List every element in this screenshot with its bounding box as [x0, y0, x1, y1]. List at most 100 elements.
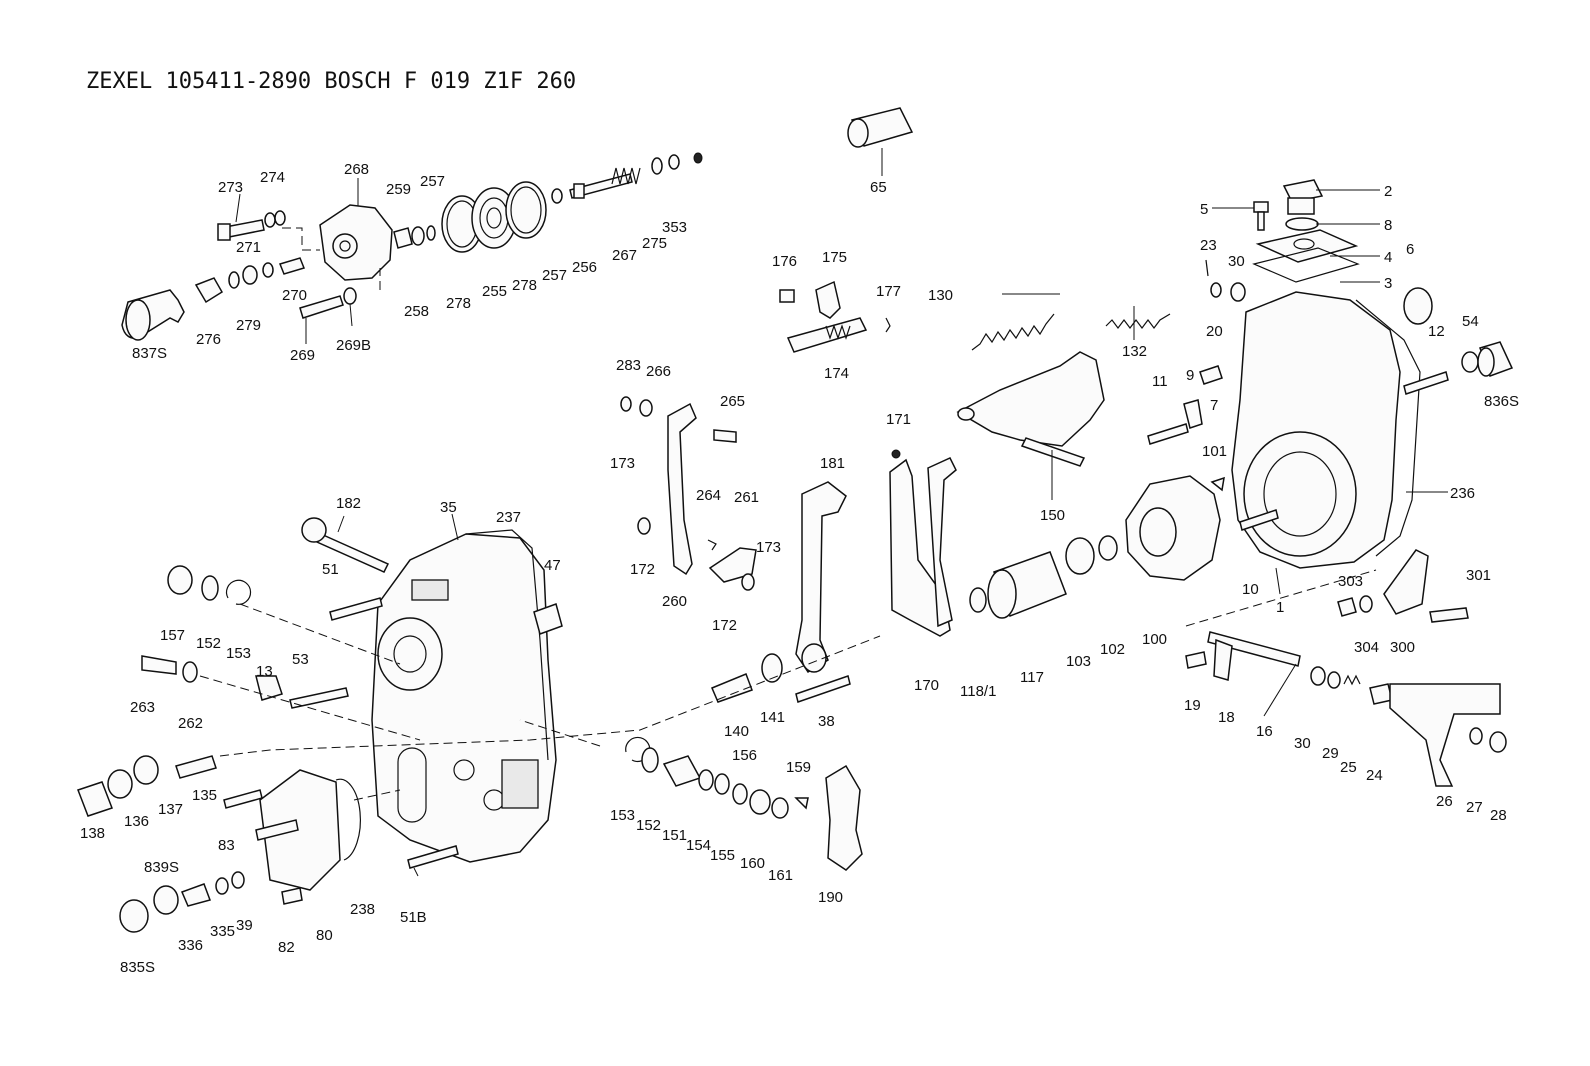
part-8	[1285, 217, 1319, 231]
label-176: 176	[772, 253, 797, 270]
label-136: 136	[124, 813, 149, 830]
part-150	[956, 351, 1105, 447]
label-236: 236	[1450, 485, 1475, 502]
label-278b: 278	[512, 277, 537, 294]
label-29: 29	[1322, 745, 1339, 762]
part-136	[107, 769, 133, 799]
label-268: 268	[344, 161, 369, 178]
label-83: 83	[218, 837, 235, 854]
governor-cap-assembly	[121, 152, 703, 341]
part-268-hole	[339, 240, 351, 252]
leader-35	[451, 513, 459, 541]
part-238	[335, 778, 361, 861]
label-6: 6	[1406, 241, 1414, 258]
part-270	[278, 257, 306, 275]
label-140: 140	[724, 723, 749, 740]
label-152a: 152	[196, 635, 221, 652]
part-24	[1369, 683, 1393, 705]
label-835S: 835S	[120, 959, 155, 976]
part-176	[779, 289, 795, 303]
leader-182	[337, 515, 345, 533]
label-100: 100	[1142, 631, 1167, 648]
part-132	[1105, 313, 1171, 329]
part-83	[223, 789, 263, 809]
part-269B	[343, 287, 357, 305]
label-150: 150	[1040, 507, 1065, 524]
label-151: 151	[662, 827, 687, 844]
label-118-1: 118/1	[960, 683, 996, 700]
label-157: 157	[160, 627, 185, 644]
part-1-bore	[1243, 431, 1357, 557]
part-839S	[153, 885, 179, 915]
label-283: 283	[616, 357, 641, 374]
part-262	[182, 661, 198, 683]
label-174: 174	[824, 365, 849, 382]
part-301	[1429, 607, 1469, 623]
part-174	[786, 317, 868, 353]
label-12: 12	[1428, 323, 1445, 340]
part-65-group	[847, 107, 914, 148]
label-273: 273	[218, 179, 243, 196]
leader-51B	[413, 867, 419, 877]
label-1: 1	[1276, 599, 1284, 616]
label-301: 301	[1466, 567, 1491, 584]
part-353	[668, 154, 680, 170]
label-275: 275	[642, 235, 667, 252]
label-159: 159	[786, 759, 811, 776]
part-256	[569, 173, 633, 199]
part-130	[971, 313, 1055, 351]
part-170-plate	[927, 457, 957, 628]
part-151	[662, 755, 702, 787]
part-80-stud	[255, 819, 299, 841]
part-30a	[1230, 282, 1246, 302]
part-19	[1185, 651, 1207, 669]
part-279a	[228, 271, 240, 289]
part-53	[289, 687, 349, 709]
part-264	[707, 539, 717, 551]
part-190	[825, 764, 863, 871]
part-20	[1210, 282, 1222, 298]
part-260	[667, 402, 697, 576]
part-2	[1282, 179, 1324, 203]
part-268-boss	[332, 233, 358, 259]
label-170: 170	[914, 677, 939, 694]
part-159	[794, 797, 809, 810]
part-269	[299, 295, 344, 319]
assembly-axis-5	[199, 675, 421, 741]
part-835S	[119, 899, 149, 933]
part-257b	[551, 188, 563, 204]
part-135	[175, 755, 217, 779]
part-labels: 2 8 4 3 5 6 23 30 20 12 54 836S 9 11 7 1…	[80, 161, 1519, 976]
label-278a: 278	[446, 295, 471, 312]
part-275	[651, 157, 663, 175]
part-47	[533, 603, 563, 635]
label-19: 19	[1184, 697, 1201, 714]
label-101: 101	[1202, 443, 1227, 460]
part-181	[795, 481, 847, 674]
part-11	[1147, 423, 1189, 445]
leader-269B	[349, 303, 353, 327]
part-5-shank	[1257, 211, 1265, 231]
label-35: 35	[440, 499, 457, 516]
label-23: 23	[1200, 237, 1217, 254]
part-267	[611, 167, 641, 185]
label-26: 26	[1436, 793, 1453, 810]
label-256: 256	[572, 259, 597, 276]
part-175	[815, 280, 841, 319]
label-13: 13	[256, 663, 273, 680]
label-172a: 172	[630, 561, 655, 578]
part-35-bore-inner	[393, 635, 427, 673]
part-150-group	[956, 351, 1105, 467]
label-171: 171	[886, 411, 911, 428]
part-258	[411, 226, 425, 246]
part-236	[1355, 299, 1421, 557]
label-51: 51	[322, 561, 339, 578]
part-nut-small	[693, 152, 703, 164]
label-18: 18	[1218, 709, 1235, 726]
part-118-1	[969, 587, 987, 613]
part-35-hole1	[453, 759, 475, 781]
part-261	[708, 547, 757, 583]
part-150-shaft	[1020, 437, 1086, 467]
part-278b	[505, 181, 547, 239]
part-837S-end	[125, 299, 151, 341]
